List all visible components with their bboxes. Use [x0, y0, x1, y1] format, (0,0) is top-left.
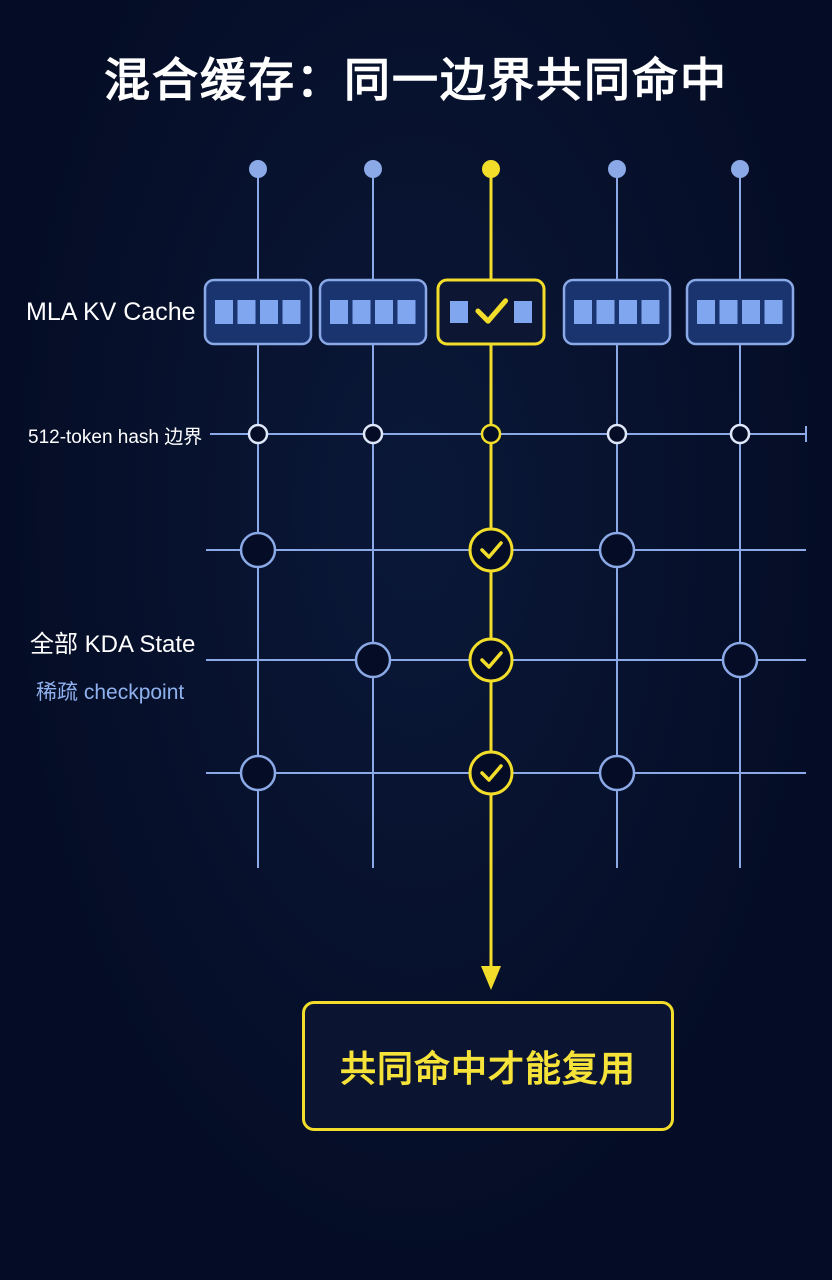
column-top-dot-5 — [731, 160, 749, 178]
cache-block-2-2 — [352, 300, 371, 324]
column-top-dot-3 — [482, 160, 500, 178]
cache-block-hit-left — [450, 301, 468, 323]
cache-block-1-3 — [260, 300, 278, 324]
hash-boundary-mark-1 — [247, 423, 269, 445]
cache-block-1-4 — [282, 300, 301, 324]
hash-boundary-mark-5 — [729, 423, 751, 445]
cache-block-4-4 — [641, 300, 660, 324]
result-text: 共同命中才能复用 — [339, 1049, 636, 1090]
kda-checkpoint-r1-c4 — [598, 531, 636, 569]
cache-block-5-2 — [719, 300, 738, 324]
cache-block-5-1 — [697, 300, 715, 324]
kda-checkpoint-r1-c3 — [468, 527, 514, 573]
kda-hit-check-icon-1 — [480, 541, 503, 559]
kda-hit-check-icon-2 — [480, 651, 503, 669]
kda-hit-check-icon-3 — [480, 764, 503, 782]
page-title: 混合缓存：同一边界共同命中 — [104, 53, 728, 107]
cache-block-4-1 — [574, 300, 592, 324]
kda-checkpoint-r3-c1 — [239, 754, 277, 792]
hash-boundary-mark-2 — [362, 423, 384, 445]
kda-checkpoint-r2-c3 — [468, 637, 514, 683]
cache-box-1 — [203, 278, 313, 346]
cache-hit-check-icon — [475, 298, 509, 324]
hash-boundary-label: 512-token hash 边界 — [28, 427, 203, 448]
cache-block-hit-right — [514, 301, 532, 323]
hash-boundary-mark-4 — [606, 423, 628, 445]
hash-boundary-mark-3 — [480, 423, 502, 445]
kda-state-label: 全部 KDA State — [30, 631, 196, 658]
cache-box-2 — [318, 278, 428, 346]
cache-block-2-4 — [397, 300, 416, 324]
kda-checkpoint-r1-c1 — [239, 531, 277, 569]
cache-box-3 — [436, 278, 546, 346]
cache-block-5-4 — [764, 300, 783, 324]
kda-checkpoint-r3-c3 — [468, 750, 514, 796]
column-top-dot-2 — [364, 160, 382, 178]
result-box: 共同命中才能复用 — [302, 1001, 674, 1131]
cache-box-4 — [562, 278, 672, 346]
cache-block-4-2 — [596, 300, 615, 324]
cache-block-5-3 — [742, 300, 760, 324]
column-top-dot-1 — [249, 160, 267, 178]
cache-block-1-2 — [237, 300, 256, 324]
sparse-checkpoint-label: 稀疏 checkpoint — [36, 681, 185, 704]
kda-checkpoint-r2-c2 — [354, 641, 392, 679]
cache-block-2-1 — [330, 300, 348, 324]
mla-kv-cache-label: MLA KV Cache — [26, 298, 196, 326]
cache-block-1-1 — [215, 300, 233, 324]
kda-checkpoint-r3-c4 — [598, 754, 636, 792]
cache-block-2-3 — [375, 300, 393, 324]
kda-checkpoint-r2-c5 — [721, 641, 759, 679]
cache-box-5 — [685, 278, 795, 346]
column-top-dot-4 — [608, 160, 626, 178]
down-arrow-icon — [481, 966, 501, 990]
cache-block-4-3 — [619, 300, 637, 324]
